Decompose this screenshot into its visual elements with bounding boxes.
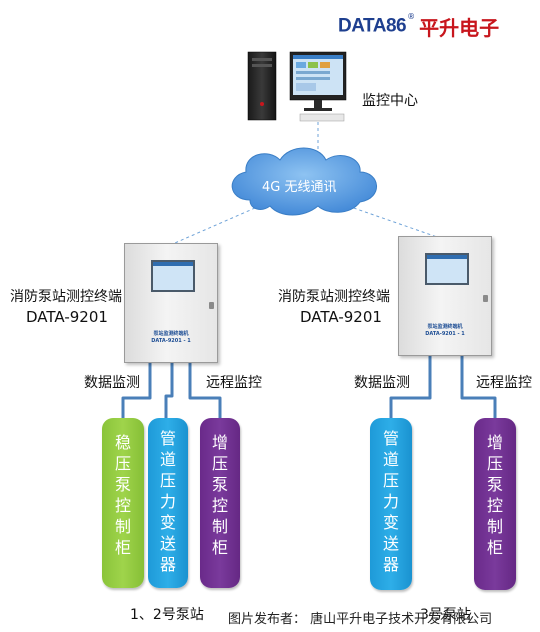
link-t2-device-1 bbox=[389, 356, 432, 418]
terminal-1-title: 消防泵站测控终端 bbox=[10, 289, 122, 305]
terminal-2-left-port: 数据监测 bbox=[354, 375, 410, 391]
terminal-2-title: 消防泵站测控终端 bbox=[278, 289, 390, 305]
terminal-1-panel-title: 泵站监测终端机 bbox=[153, 331, 189, 337]
terminal-cabinet-2: 泵站监测终端机 DATA-9201 - 1 bbox=[398, 236, 492, 356]
cloud-icon bbox=[231, 147, 377, 216]
image-credit: 图片发布者： 唐山平升电子技术开发有限公司 bbox=[228, 612, 493, 627]
link-cloud-terminal-1 bbox=[167, 207, 256, 247]
link-t2-device-2 bbox=[460, 356, 497, 418]
terminal-2-screen bbox=[425, 253, 469, 285]
dashed-links bbox=[167, 116, 441, 247]
device-pipe-pressure-transmitter-1: 管 道 压 力 变 送 器 bbox=[148, 418, 188, 588]
terminal-cabinet-1: 泵站监测终端机 DATA-9201 - 1 bbox=[124, 243, 218, 363]
station-2-links bbox=[389, 356, 497, 418]
terminal-1-panel-model: DATA-9201 - 1 bbox=[151, 338, 191, 344]
link-cloud-terminal-2 bbox=[347, 205, 441, 239]
device-booster-pump-cabinet-2: 增 压 泵 控 制 柜 bbox=[474, 418, 516, 590]
terminal-2-lock-icon bbox=[483, 295, 488, 302]
monitor-center-label: 监控中心 bbox=[362, 93, 418, 109]
terminal-1-lock-icon bbox=[209, 302, 214, 309]
brand-logo: DATA86®平升电子 bbox=[338, 12, 499, 40]
terminal-2-panel-title: 泵站监测终端机 bbox=[427, 324, 463, 330]
link-t1-device-3 bbox=[188, 362, 222, 418]
terminal-1-right-port: 远程监控 bbox=[206, 375, 262, 391]
link-t1-device-2 bbox=[164, 362, 174, 418]
brand-reg-mark: ® bbox=[407, 12, 416, 21]
device-booster-pump-cabinet-1: 增 压 泵 控 制 柜 bbox=[200, 418, 240, 588]
device-stabilizer-pump-cabinet: 稳 压 泵 控 制 柜 bbox=[102, 418, 144, 588]
brand-name-en: DATA86 bbox=[338, 15, 407, 37]
terminal-2-panel-model: DATA-9201 - 1 bbox=[425, 331, 465, 337]
terminal-1-screen bbox=[151, 260, 195, 292]
desktop-computer-icon bbox=[247, 51, 347, 122]
station-1-links bbox=[121, 362, 222, 418]
network-label: 4G 无线通讯 bbox=[262, 180, 337, 195]
device-pipe-pressure-transmitter-2: 管 道 压 力 变 送 器 bbox=[370, 418, 412, 590]
brand-name-cn: 平升电子 bbox=[419, 16, 500, 40]
terminal-1-model: DATA-9201 bbox=[26, 308, 108, 326]
station-2-label: 3号泵站 bbox=[420, 607, 471, 623]
link-t1-device-1 bbox=[121, 362, 152, 418]
terminal-2-model: DATA-9201 bbox=[300, 308, 382, 326]
terminal-2-right-port: 远程监控 bbox=[476, 375, 532, 391]
station-1-label: 1、2号泵站 bbox=[130, 607, 204, 623]
terminal-1-left-port: 数据监测 bbox=[84, 375, 140, 391]
